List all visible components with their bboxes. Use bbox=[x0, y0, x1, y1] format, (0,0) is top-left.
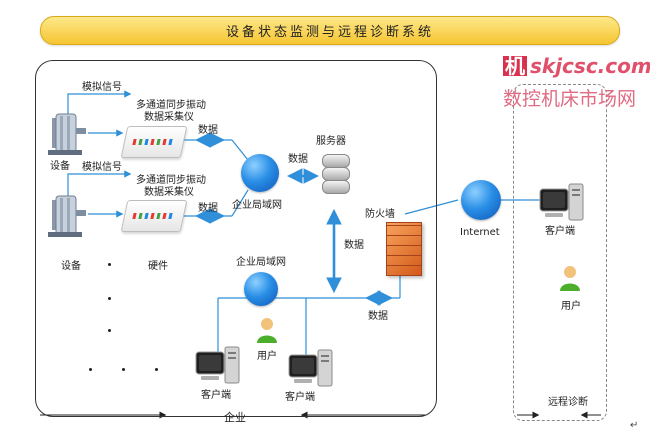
equipment-label-1: 设备 bbox=[50, 161, 70, 172]
data-label-1: 数据 bbox=[198, 125, 218, 136]
watermark-cn: 数控机床市场网 bbox=[503, 88, 637, 110]
daq-1-device-icon bbox=[120, 126, 188, 158]
client-1-computer-icon bbox=[195, 346, 240, 384]
watermark-badge: 机 bbox=[503, 54, 527, 78]
ellipsis-dot bbox=[108, 297, 111, 300]
watermark-site: skjcsc.com bbox=[530, 54, 650, 78]
daq-1-title: 多通道同步振动 bbox=[136, 100, 206, 111]
ellipsis-dot bbox=[108, 263, 111, 266]
title-banner: 设备状态监测与远程诊断系统 bbox=[40, 16, 620, 45]
remote-client-label: 客户端 bbox=[545, 226, 575, 237]
internet-label: Internet bbox=[460, 227, 500, 238]
daq-2-subtitle: 数据采集仪 bbox=[144, 187, 194, 198]
lan-1-label: 企业局域网 bbox=[232, 200, 282, 211]
data-label-3: 数据 bbox=[288, 154, 308, 165]
daq-2-title: 多通道同步振动 bbox=[136, 175, 206, 186]
internet-globe-icon bbox=[461, 180, 501, 220]
daq-2-device-icon bbox=[120, 200, 188, 232]
server-icon bbox=[322, 154, 350, 194]
hardware-label: 硬件 bbox=[148, 261, 168, 272]
analog-signal-label-2: 模拟信号 bbox=[82, 162, 122, 173]
return-mark: ↵ bbox=[630, 420, 639, 431]
enterprise-frame bbox=[35, 60, 437, 417]
local-user-icon bbox=[257, 318, 277, 343]
firewall-label: 防火墙 bbox=[365, 209, 395, 220]
server-label: 服务器 bbox=[316, 136, 346, 147]
ellipsis-dot bbox=[89, 368, 92, 371]
ellipsis-dot bbox=[108, 329, 111, 332]
remote-client-computer-icon bbox=[539, 183, 584, 221]
local-user-label: 用户 bbox=[257, 351, 277, 362]
data-label-2: 数据 bbox=[198, 203, 218, 214]
client-2-label: 客户端 bbox=[285, 392, 315, 403]
lan-2-label: 企业局域网 bbox=[236, 257, 286, 268]
client-1-label: 客户端 bbox=[201, 390, 231, 401]
enterprise-label: 企业 bbox=[224, 411, 246, 424]
client-2-computer-icon bbox=[288, 349, 333, 387]
remote-diagnosis-frame bbox=[513, 84, 607, 421]
equipment-label-2: 设备 bbox=[61, 261, 81, 272]
lan-2-globe-icon bbox=[244, 272, 278, 306]
data-label-4: 数据 bbox=[344, 240, 364, 251]
equipment-1-icon bbox=[48, 113, 86, 155]
page-title: 设备状态监测与远程诊断系统 bbox=[225, 25, 434, 40]
remote-user-icon bbox=[560, 266, 580, 291]
daq-1-subtitle: 数据采集仪 bbox=[144, 112, 194, 123]
lan-1-globe-icon bbox=[241, 154, 279, 192]
ellipsis-dot bbox=[122, 368, 125, 371]
equipment-2-icon bbox=[48, 195, 86, 237]
data-label-5: 数据 bbox=[368, 311, 388, 322]
remote-diagnosis-label: 远程诊断 bbox=[548, 397, 588, 408]
analog-signal-label-1: 模拟信号 bbox=[82, 82, 122, 93]
firewall-icon bbox=[386, 222, 422, 276]
remote-user-label: 用户 bbox=[561, 301, 581, 312]
ellipsis-dot bbox=[155, 368, 158, 371]
